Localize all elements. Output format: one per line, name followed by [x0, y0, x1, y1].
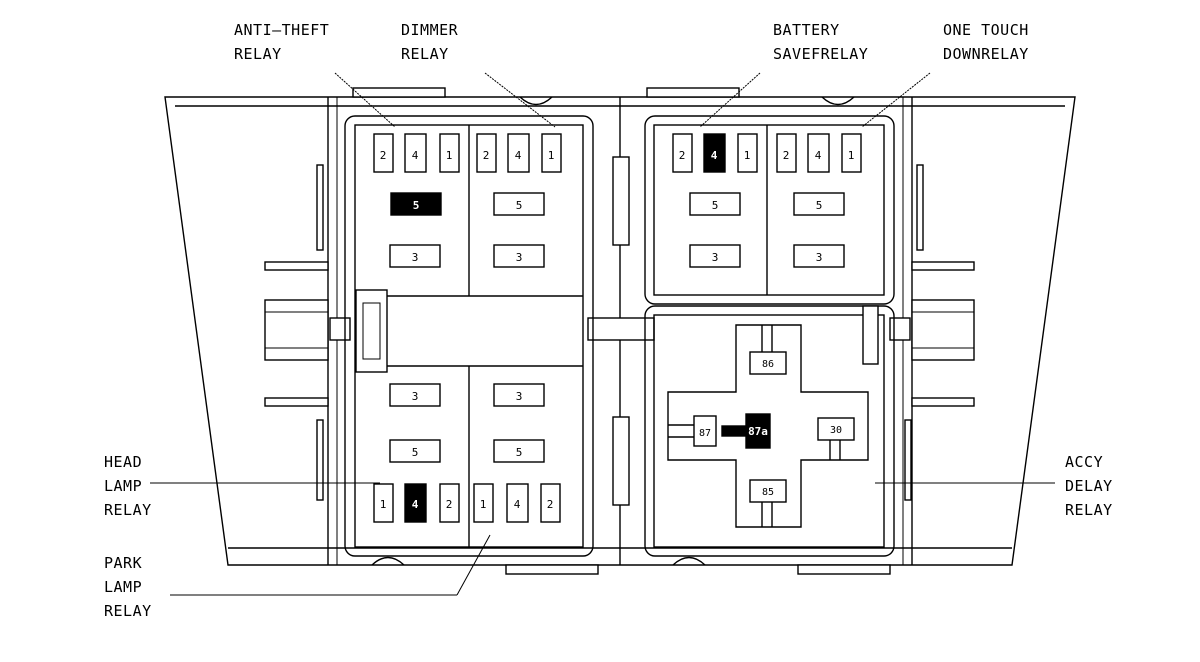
park-lamp-relay: 3 5 1 4 2: [473, 383, 561, 523]
left-relay-block: [344, 115, 594, 557]
svg-text:4: 4: [815, 149, 822, 162]
svg-text:4: 4: [514, 498, 521, 511]
battery-saver-relay: 2 4 1 5 3: [672, 133, 758, 268]
svg-text:3: 3: [816, 251, 823, 264]
svg-text:87a: 87a: [748, 425, 768, 438]
leader-lines: [150, 72, 1055, 596]
svg-text:2: 2: [446, 498, 453, 511]
park-lamp-label-line2: LAMP: [104, 578, 142, 596]
svg-text:4: 4: [515, 149, 522, 162]
one-touch-label-line2: DOWNRELAY: [943, 45, 1029, 63]
svg-text:5: 5: [516, 199, 523, 212]
svg-text:2: 2: [547, 498, 554, 511]
svg-text:2: 2: [783, 149, 790, 162]
head-lamp-relay: 3 5 1 4 2: [373, 383, 460, 523]
svg-text:4: 4: [412, 149, 419, 162]
anti-theft-label-line2: RELAY: [234, 45, 282, 63]
head-lamp-label-line3: RELAY: [104, 501, 152, 519]
accy-delay-label-line1: ACCY: [1065, 453, 1103, 471]
svg-text:3: 3: [712, 251, 719, 264]
park-lamp-label-line1: PARK: [104, 554, 142, 572]
svg-text:85: 85: [762, 487, 774, 498]
svg-text:5: 5: [712, 199, 719, 212]
anti-theft-relay: 2 4 1 5 3: [373, 133, 460, 268]
head-lamp-label-line1: HEAD: [104, 453, 142, 471]
svg-text:2: 2: [483, 149, 490, 162]
svg-text:1: 1: [446, 149, 453, 162]
svg-text:3: 3: [412, 390, 419, 403]
svg-text:2: 2: [679, 149, 686, 162]
dimmer-label-line2: RELAY: [401, 45, 449, 63]
svg-text:3: 3: [516, 251, 523, 264]
svg-text:4: 4: [412, 498, 419, 511]
one-touch-label-line1: ONE TOUCH: [943, 21, 1029, 39]
right-relay-block: [644, 115, 895, 557]
head-lamp-label-line2: LAMP: [104, 477, 142, 495]
labels: ANTI–THEFT RELAY DIMMER RELAY BATTERY SA…: [104, 21, 1113, 620]
side-brackets: [264, 156, 975, 506]
accy-delay-label-line2: DELAY: [1065, 477, 1113, 495]
svg-text:1: 1: [548, 149, 555, 162]
one-touch-down-relay: 2 4 1 5 3: [776, 133, 862, 268]
svg-text:1: 1: [380, 498, 387, 511]
svg-text:5: 5: [413, 199, 420, 212]
svg-text:3: 3: [516, 390, 523, 403]
svg-text:1: 1: [848, 149, 855, 162]
svg-text:1: 1: [744, 149, 751, 162]
svg-text:2: 2: [380, 149, 387, 162]
svg-text:30: 30: [830, 425, 842, 436]
svg-text:4: 4: [711, 149, 718, 162]
svg-text:3: 3: [412, 251, 419, 264]
accy-delay-relay: 86 85 30 87 87a: [667, 324, 869, 528]
anti-theft-label-line1: ANTI–THEFT: [234, 21, 329, 39]
accy-delay-label-line3: RELAY: [1065, 501, 1113, 519]
battery-saver-label-line1: BATTERY: [773, 21, 840, 39]
svg-text:86: 86: [762, 359, 774, 370]
svg-text:5: 5: [412, 446, 419, 459]
park-lamp-label-line3: RELAY: [104, 602, 152, 620]
svg-text:5: 5: [816, 199, 823, 212]
battery-saver-label-line2: SAVEFRELAY: [773, 45, 868, 63]
svg-text:87: 87: [699, 428, 711, 439]
dimmer-relay: 2 4 1 5 3: [476, 133, 562, 268]
dimmer-label-line1: DIMMER: [401, 21, 459, 39]
svg-text:5: 5: [516, 446, 523, 459]
svg-text:1: 1: [480, 498, 487, 511]
